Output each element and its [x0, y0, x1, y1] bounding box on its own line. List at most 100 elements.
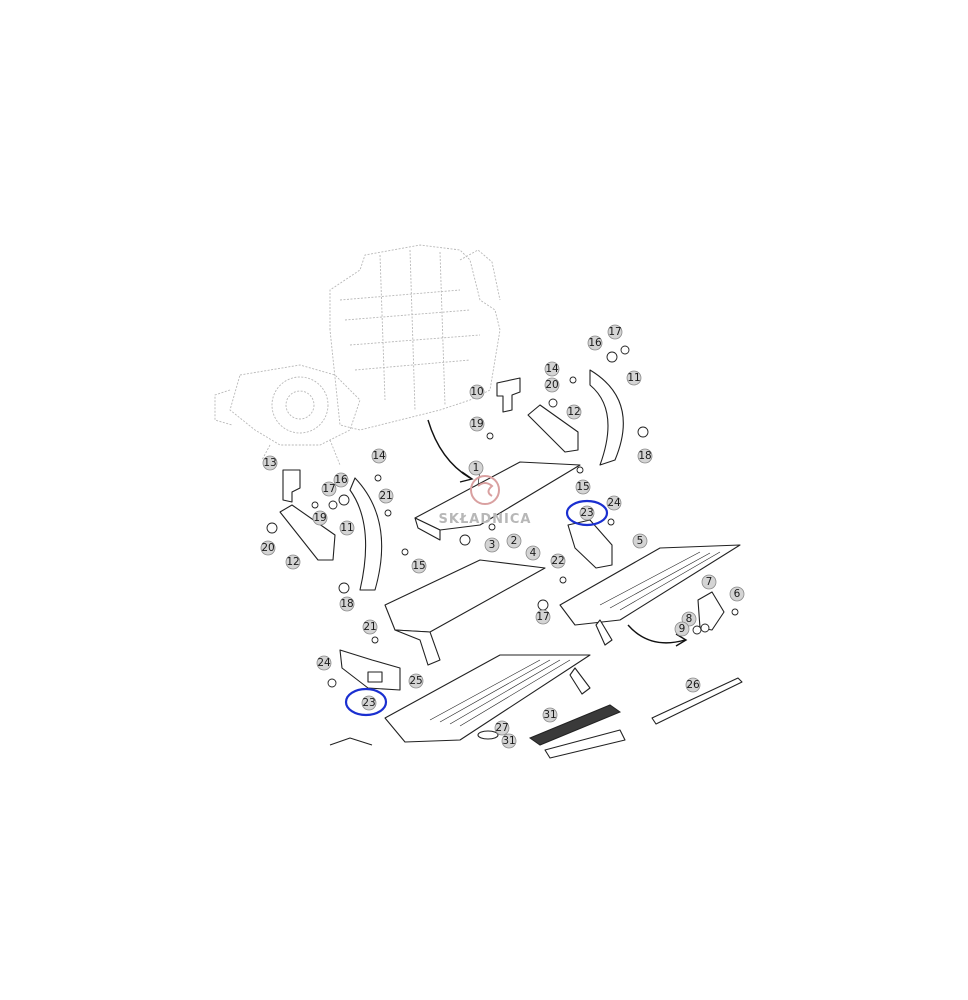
- callout-4: 4: [525, 545, 541, 561]
- callout-12-left: 12: [285, 554, 301, 570]
- part-5-right-tray: [559, 544, 741, 646]
- callout-6: 6: [729, 586, 745, 602]
- callout-20-left: 20: [260, 540, 276, 556]
- callout-16-right: 16: [587, 335, 603, 351]
- svg-text:20: 20: [545, 379, 558, 391]
- part-12-left-plate: [279, 504, 336, 561]
- svg-text:14: 14: [545, 363, 559, 375]
- svg-text:24: 24: [607, 497, 621, 509]
- callout-19-left: 19: [312, 510, 328, 526]
- part-11-left-shield: [349, 477, 383, 591]
- svg-text:9: 9: [679, 623, 686, 635]
- callout-12-right: 12: [566, 404, 582, 420]
- watermark-logo: SKŁADNICA: [439, 475, 532, 527]
- svg-text:15: 15: [412, 560, 425, 572]
- svg-text:17: 17: [608, 326, 621, 338]
- callout-18-left: 18: [339, 596, 355, 612]
- part-13-bracket: [282, 469, 301, 503]
- callout-17-top: 17: [607, 324, 623, 340]
- callout-16-left: 16: [333, 472, 349, 488]
- svg-text:19: 19: [313, 512, 326, 524]
- callout-19-right: 19: [469, 416, 485, 432]
- callout-22: 22: [550, 553, 566, 569]
- svg-text:23: 23: [580, 507, 593, 519]
- part-11-right-shield: [589, 369, 624, 466]
- callout-31-bottom: 31: [501, 733, 517, 749]
- partial-panel: [329, 737, 373, 746]
- callout-11-right: 11: [626, 370, 642, 386]
- svg-text:5: 5: [637, 535, 644, 547]
- callout-23-left: 23: [361, 695, 377, 711]
- callouts: 1 2 3 4 5 6 7 8 9 10 11 11 12 12 13 14 1…: [260, 324, 745, 749]
- highlight-ring-23-right: [565, 499, 609, 527]
- svg-text:16: 16: [334, 474, 348, 486]
- part-12-right-plate: [527, 404, 579, 453]
- svg-text:18: 18: [340, 598, 353, 610]
- highlight-ring-23-left: [344, 687, 388, 717]
- svg-text:23: 23: [362, 697, 375, 709]
- callout-23-right: 23: [579, 505, 595, 521]
- callout-3: 3: [484, 537, 500, 553]
- curved-arrow-right: [627, 624, 686, 644]
- callout-18-right: 18: [637, 448, 653, 464]
- callout-24-left: 24: [316, 655, 332, 671]
- svg-text:3: 3: [489, 539, 496, 551]
- callout-9: 9: [674, 621, 690, 637]
- watermark-text: SKŁADNICA: [439, 512, 532, 527]
- svg-text:17: 17: [322, 483, 335, 495]
- callout-31-top: 31: [542, 707, 558, 723]
- svg-text:8: 8: [686, 613, 693, 625]
- part-1-upper-tray: [414, 461, 581, 541]
- svg-text:26: 26: [686, 679, 700, 691]
- svg-text:14: 14: [372, 450, 386, 462]
- part-26-rod: [651, 677, 743, 725]
- svg-text:21: 21: [379, 490, 392, 502]
- svg-text:21: 21: [363, 621, 376, 633]
- svg-text:31: 31: [502, 735, 515, 747]
- svg-text:12: 12: [286, 556, 299, 568]
- svg-text:11: 11: [627, 372, 640, 384]
- callout-7: 7: [701, 574, 717, 590]
- svg-text:7: 7: [706, 576, 713, 588]
- part-31-brush: [528, 704, 626, 759]
- svg-text:13: 13: [263, 457, 276, 469]
- part-7-bracket: [697, 591, 725, 631]
- svg-text:4: 4: [530, 547, 537, 559]
- callout-15-right: 15: [575, 479, 591, 495]
- part-27-clip: [477, 730, 499, 740]
- arrow-head-2: [675, 633, 688, 647]
- svg-text:22: 22: [551, 555, 564, 567]
- svg-text:12: 12: [567, 406, 580, 418]
- callout-21-top: 21: [378, 488, 394, 504]
- callout-25: 25: [408, 673, 424, 689]
- svg-text:6: 6: [734, 588, 741, 600]
- part-23-left-bracket: [339, 649, 401, 691]
- callout-14-left: 14: [371, 448, 387, 464]
- callout-2: 2: [506, 533, 522, 549]
- part-10-bracket: [496, 377, 521, 413]
- callout-24-right: 24: [606, 495, 622, 511]
- svg-text:15: 15: [576, 481, 589, 493]
- callout-21-mid: 21: [362, 619, 378, 635]
- svg-text:19: 19: [470, 418, 483, 430]
- svg-text:10: 10: [470, 386, 483, 398]
- callout-14-right: 14: [544, 361, 560, 377]
- callout-13: 13: [262, 455, 278, 471]
- callout-17-left: 17: [321, 481, 337, 497]
- svg-text:20: 20: [261, 542, 274, 554]
- callout-1: 1: [468, 460, 484, 476]
- svg-text:16: 16: [588, 337, 602, 349]
- svg-text:18: 18: [638, 450, 651, 462]
- curved-arrow-engine: [427, 419, 471, 479]
- svg-text:17: 17: [536, 611, 549, 623]
- callout-11-left: 11: [339, 520, 355, 536]
- part-25-lower-tray: [384, 654, 591, 743]
- callout-5: 5: [632, 533, 648, 549]
- svg-text:27: 27: [495, 722, 508, 734]
- svg-text:31: 31: [543, 709, 556, 721]
- callout-20-right: 20: [544, 377, 560, 393]
- svg-text:24: 24: [317, 657, 331, 669]
- engine-outline: [214, 244, 501, 466]
- callout-15-left: 15: [411, 558, 427, 574]
